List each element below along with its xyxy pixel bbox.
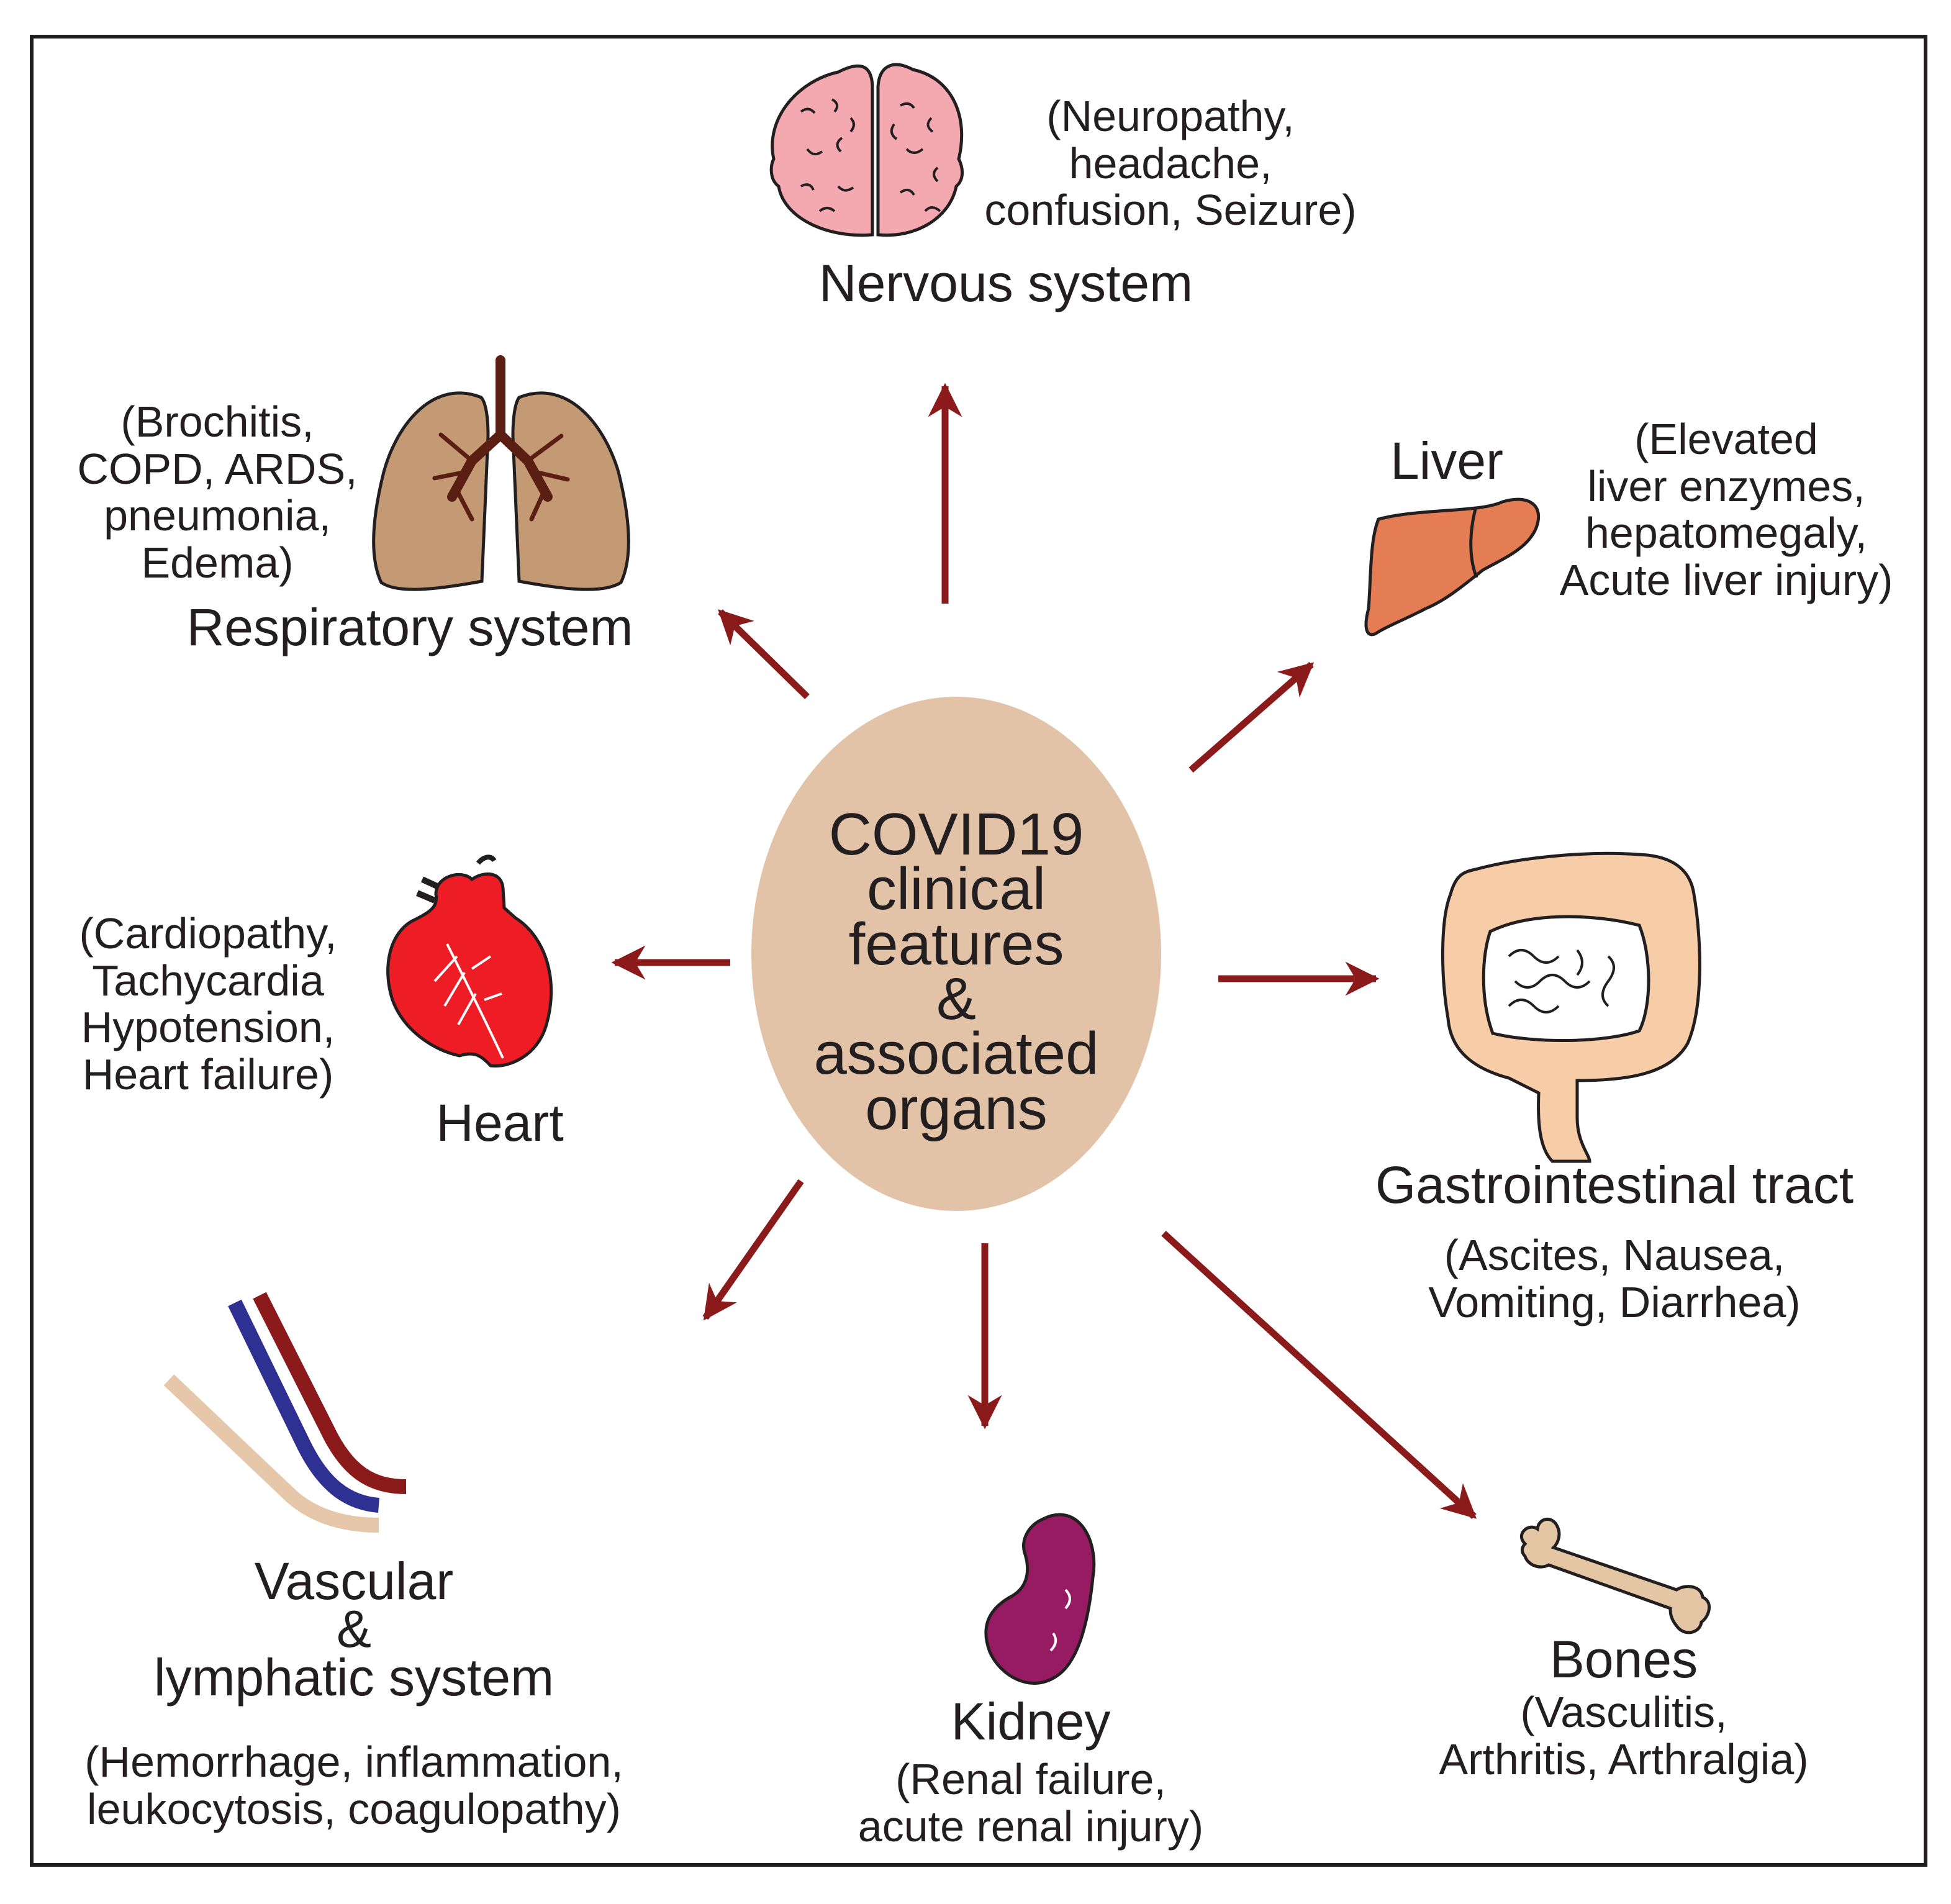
nervous-title: Nervous system: [818, 254, 1193, 312]
liver-title: Liver: [1390, 432, 1504, 490]
kidney-title: Kidney: [951, 1692, 1111, 1751]
brain-icon: [769, 63, 964, 237]
lungs-icon: [372, 355, 630, 591]
diagram-frame: [30, 35, 1927, 1867]
gi-title: Gastrointestinal tract: [1375, 1156, 1854, 1214]
bones-title: Bones: [1549, 1630, 1698, 1689]
arrow-bones: [1161, 1230, 1477, 1520]
bones-symptoms: (Vasculitis, Arthritis, Arthralgia): [1439, 1688, 1809, 1784]
respiratory-title: Respiratory system: [186, 598, 633, 656]
arrow-liver: [1188, 661, 1315, 773]
liver-symptoms: (Elevated liver enzymes, hepatomegaly, A…: [1559, 415, 1893, 604]
center-label: COVID19 clinical features & associated o…: [813, 801, 1099, 1142]
respiratory-symptoms: (Brochitis, COPD, ARDS, pneumonia, Edema…: [77, 397, 358, 587]
gi-symptoms: (Ascites, Nausea, Vomiting, Diarrhea): [1428, 1231, 1801, 1326]
intestine-icon: [1441, 851, 1701, 1163]
arrows: [611, 383, 1477, 1520]
vessels-icon: [163, 1292, 407, 1533]
nervous-symptoms: (Neuropathy, headache, confusion, Seizur…: [984, 92, 1357, 235]
arrow-respiratory: [718, 609, 810, 699]
kidney-icon: [984, 1513, 1096, 1685]
vascular-title: Vascular & lymphatic system: [153, 1552, 555, 1707]
heart-title: Heart: [436, 1094, 564, 1152]
kidney-symptoms: (Renal failure, acute renal injury): [858, 1755, 1204, 1851]
center-ellipse: [751, 697, 1161, 1211]
bone-icon: [1519, 1518, 1711, 1634]
arrow-vascular: [702, 1179, 804, 1321]
heart-symptoms: (Cardiopathy, Tachycardia Hypotension, H…: [79, 909, 337, 1099]
heart-icon: [386, 855, 553, 1068]
vascular-symptoms: (Hemorrhage, inflammation, leukocytosis,…: [84, 1738, 623, 1833]
liver-icon: [1364, 497, 1541, 637]
